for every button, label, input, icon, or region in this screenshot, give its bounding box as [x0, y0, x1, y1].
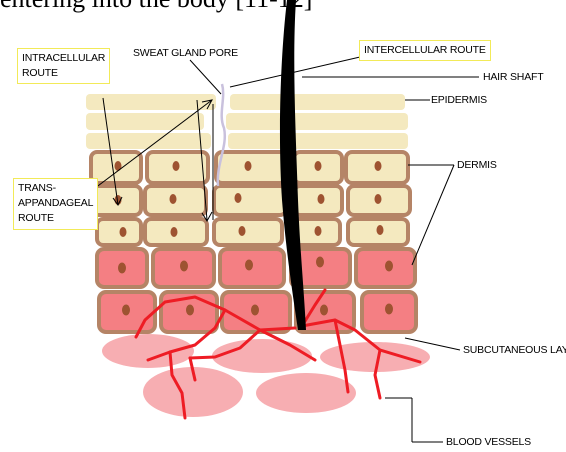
transappendageal-line1: TRANS-: [18, 182, 56, 194]
dermis-row-4: [97, 249, 415, 287]
dermis-row-5: [99, 292, 416, 332]
intracellular-route-line2: ROUTE: [22, 67, 58, 79]
subcutaneous-fat: [102, 334, 430, 417]
dermis-row-3: [97, 219, 408, 245]
dermis-row-2: [91, 186, 410, 215]
transappendageal-route-label: TRANS- APPANDAGEAL ROUTE: [13, 178, 98, 230]
intercellular-route-label: INTERCELLULAR ROUTE: [359, 40, 491, 61]
dermis-row-1: [91, 152, 408, 183]
hair-shaft-label: HAIR SHAFT: [483, 70, 543, 85]
epidermis-layer: [86, 94, 408, 149]
sweat-gland-pore-label: SWEAT GLAND PORE: [133, 46, 238, 61]
transappendageal-line3: ROUTE: [18, 212, 54, 224]
blood-vessels-label: BLOOD VESSELS: [446, 435, 531, 450]
epidermis-label: EPIDERMIS: [431, 93, 487, 108]
dermis-label: DERMIS: [457, 158, 497, 173]
transappendageal-line2: APPANDAGEAL: [18, 197, 93, 209]
intracellular-route-label: INTRACELLULAR ROUTE: [17, 48, 110, 84]
intracellular-route-line1: INTRACELLULAR: [22, 52, 105, 64]
subcutaneous-layer-label: SUBCUTANEOUS LAYER: [463, 343, 566, 358]
